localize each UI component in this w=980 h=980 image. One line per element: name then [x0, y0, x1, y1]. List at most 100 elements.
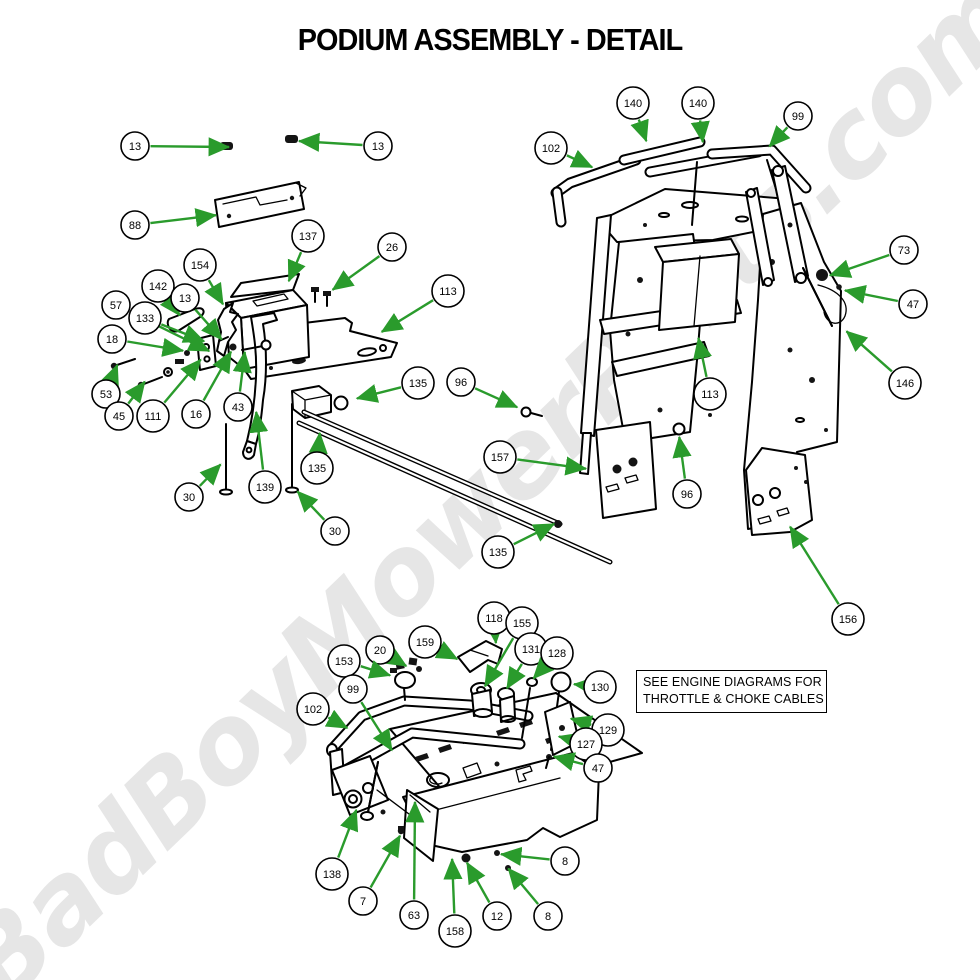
callout-circle[interactable]	[91, 379, 121, 409]
callout-circle[interactable]	[320, 516, 350, 546]
callout-circle[interactable]	[120, 210, 150, 240]
callout-158[interactable]: 158	[438, 857, 472, 948]
callout-131[interactable]: 131	[505, 632, 548, 690]
callout-43[interactable]: 43	[223, 350, 253, 422]
callout-circle[interactable]	[408, 625, 442, 659]
callout-20[interactable]: 20	[365, 635, 408, 668]
callout-circle[interactable]	[533, 901, 563, 931]
callout-135[interactable]: 135	[300, 431, 334, 485]
callout-154[interactable]: 154	[183, 248, 225, 306]
callout-13[interactable]: 13	[170, 283, 223, 341]
callout-88[interactable]: 88	[120, 208, 218, 240]
callout-73[interactable]: 73	[828, 235, 919, 278]
callout-135[interactable]: 135	[481, 522, 556, 569]
callout-circle[interactable]	[681, 86, 715, 120]
callout-137[interactable]: 137	[287, 219, 325, 283]
callout-circle[interactable]	[97, 324, 127, 354]
callout-133[interactable]: 133	[128, 301, 206, 343]
callout-circle[interactable]	[401, 366, 435, 400]
callout-7[interactable]: 7	[348, 834, 402, 916]
callout-circle[interactable]	[183, 248, 217, 282]
callout-circle[interactable]	[889, 235, 919, 265]
callout-circle[interactable]	[296, 692, 330, 726]
callout-circle[interactable]	[315, 857, 349, 891]
callout-102[interactable]: 102	[534, 131, 594, 169]
callout-156[interactable]: 156	[789, 525, 865, 636]
callout-53[interactable]: 53	[91, 363, 121, 409]
callout-circle[interactable]	[783, 101, 813, 131]
callout-circle[interactable]	[141, 269, 175, 303]
callout-circle[interactable]	[377, 232, 407, 262]
callout-circle[interactable]	[338, 674, 368, 704]
callout-63[interactable]: 63	[399, 800, 429, 930]
callout-13[interactable]: 13	[120, 131, 231, 161]
callout-96[interactable]: 96	[672, 435, 702, 509]
callout-circle[interactable]	[693, 377, 727, 411]
callout-circle[interactable]	[104, 401, 134, 431]
callout-8[interactable]: 8	[499, 846, 580, 876]
callout-30[interactable]: 30	[174, 463, 222, 512]
callout-circle[interactable]	[550, 846, 580, 876]
callout-circle[interactable]	[170, 283, 200, 313]
callout-circle[interactable]	[583, 753, 613, 783]
callout-circle[interactable]	[181, 399, 211, 429]
callout-circle[interactable]	[831, 602, 865, 636]
callout-130[interactable]: 130	[572, 670, 617, 704]
callout-135[interactable]: 135	[355, 366, 435, 403]
callout-18[interactable]: 18	[97, 324, 185, 357]
callout-circle[interactable]	[583, 670, 617, 704]
callout-111[interactable]: 111	[136, 358, 202, 433]
callout-113[interactable]: 113	[693, 336, 727, 411]
callout-30[interactable]: 30	[296, 490, 350, 546]
callout-140[interactable]: 140	[681, 86, 715, 144]
callout-circle[interactable]	[348, 886, 378, 916]
callout-99[interactable]: 99	[338, 674, 393, 752]
callout-153[interactable]: 153	[327, 644, 392, 679]
callout-118[interactable]: 118	[477, 601, 511, 645]
callout-146[interactable]: 146	[845, 330, 922, 400]
callout-circle[interactable]	[248, 470, 282, 504]
callout-circle[interactable]	[120, 131, 150, 161]
callout-circle[interactable]	[482, 901, 512, 931]
callout-circle[interactable]	[174, 482, 204, 512]
callout-circle[interactable]	[128, 301, 162, 335]
callout-circle[interactable]	[101, 290, 131, 320]
callout-circle[interactable]	[399, 900, 429, 930]
callout-circle[interactable]	[446, 367, 476, 397]
callout-47[interactable]: 47	[843, 285, 928, 319]
callout-159[interactable]: 159	[408, 625, 459, 661]
callout-16[interactable]: 16	[181, 350, 233, 429]
callout-142[interactable]: 142	[141, 269, 181, 317]
callout-circle[interactable]	[438, 914, 472, 948]
callout-13[interactable]: 13	[297, 131, 393, 161]
callout-138[interactable]: 138	[315, 808, 359, 891]
callout-113[interactable]: 113	[380, 274, 465, 333]
callout-47[interactable]: 47	[552, 752, 613, 783]
callout-circle[interactable]	[291, 219, 325, 253]
callout-12[interactable]: 12	[465, 861, 512, 931]
callout-circle[interactable]	[363, 131, 393, 161]
callout-circle[interactable]	[616, 86, 650, 120]
callout-circle[interactable]	[672, 479, 702, 509]
callout-8[interactable]: 8	[507, 867, 563, 931]
callout-140[interactable]: 140	[616, 86, 650, 143]
callout-circle[interactable]	[481, 535, 515, 569]
callout-circle[interactable]	[327, 644, 361, 678]
callout-102[interactable]: 102	[296, 692, 349, 730]
callout-155[interactable]: 155	[483, 606, 539, 688]
callout-128[interactable]: 128	[532, 636, 574, 680]
callout-circle[interactable]	[534, 131, 568, 165]
callout-96[interactable]: 96	[446, 367, 519, 409]
callout-45[interactable]: 45	[104, 380, 146, 431]
callout-circle[interactable]	[540, 636, 574, 670]
callout-circle[interactable]	[431, 274, 465, 308]
callout-circle[interactable]	[223, 392, 253, 422]
callout-circle[interactable]	[483, 440, 517, 474]
callout-circle[interactable]	[898, 289, 928, 319]
callout-26[interactable]: 26	[331, 232, 407, 291]
callout-99[interactable]: 99	[768, 101, 813, 148]
callout-circle[interactable]	[888, 366, 922, 400]
callout-circle[interactable]	[136, 399, 170, 433]
callout-157[interactable]: 157	[483, 440, 588, 476]
callout-139[interactable]: 139	[248, 410, 282, 504]
